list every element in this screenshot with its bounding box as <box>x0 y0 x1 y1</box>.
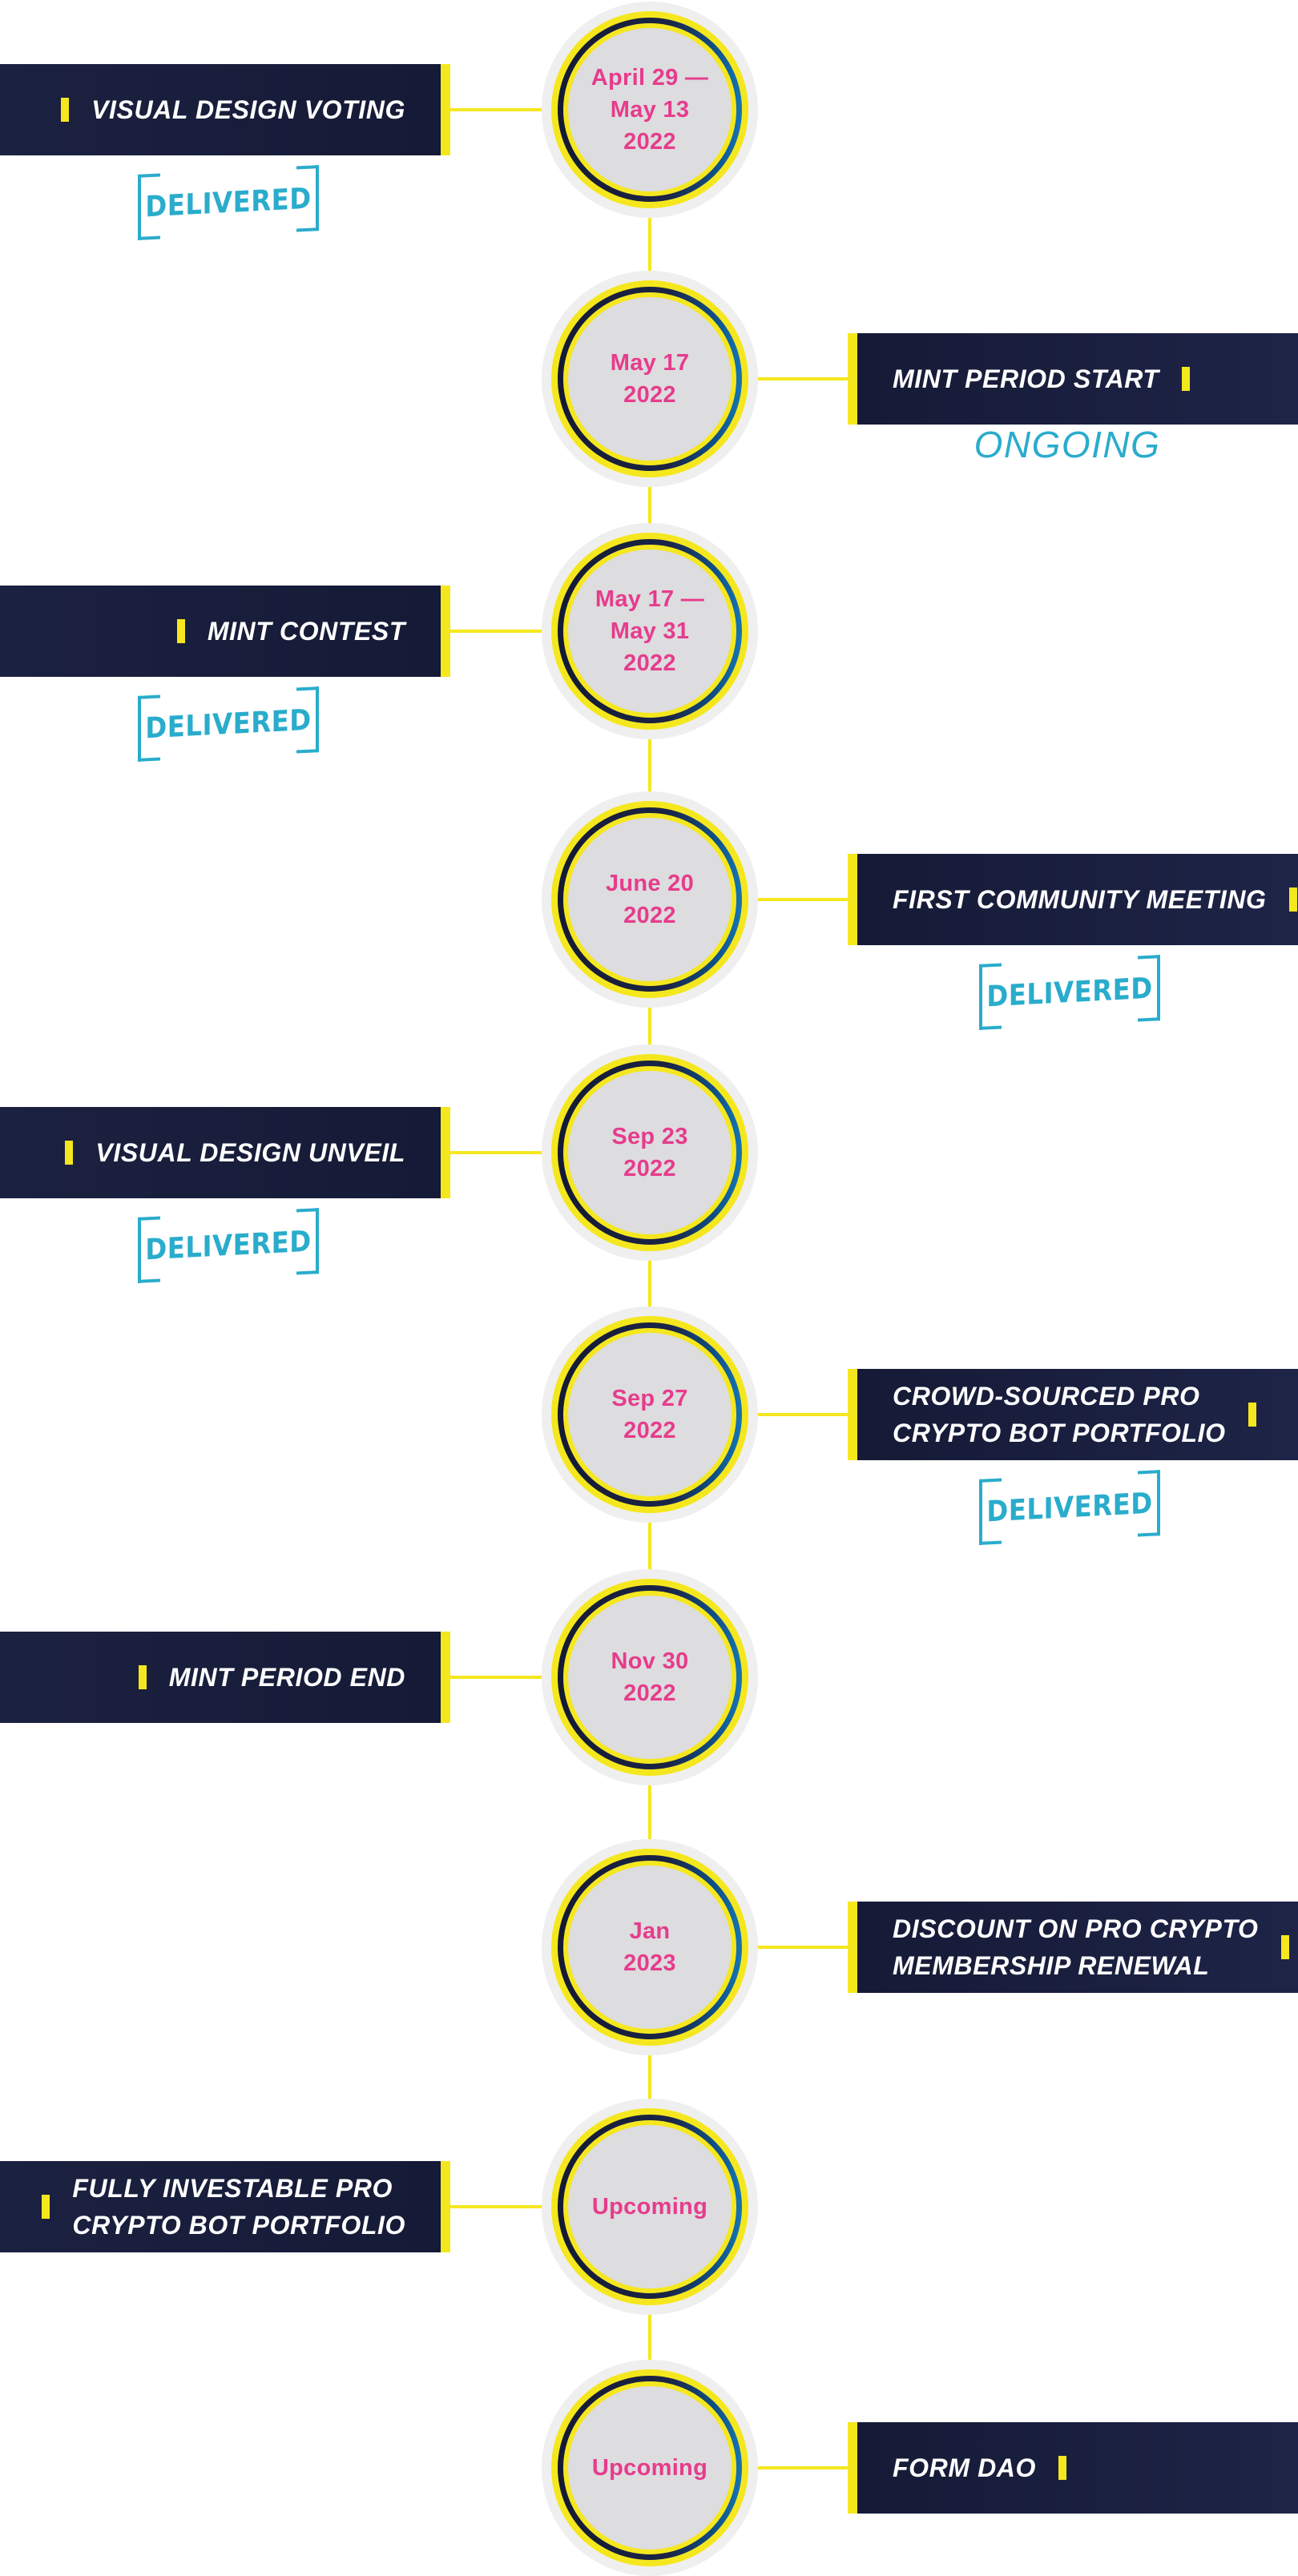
accent-mark <box>61 98 70 122</box>
delivered-stamp: DELIVERED <box>979 955 1160 1030</box>
event-title-banner: DISCOUNT ON PRO CRYPTO MEMBERSHIP RENEWA… <box>848 1902 1298 1993</box>
delivered-stamp: DELIVERED <box>979 1470 1160 1545</box>
date-circle: June 20 2022 <box>568 818 732 981</box>
connector-line <box>713 2466 853 2469</box>
date-circle: Sep 27 2022 <box>568 1333 732 1496</box>
accent-mark <box>65 1141 74 1165</box>
event-date: Jan 2023 <box>623 1918 676 1976</box>
event-title-banner: VISUAL DESIGN UNVEIL <box>0 1107 450 1198</box>
delivered-stamp: DELIVERED <box>138 1208 319 1283</box>
event-date: Upcoming <box>591 2455 708 2481</box>
connector-line <box>445 108 585 111</box>
event-date: Nov 30 2022 <box>611 1648 689 1706</box>
event-title-banner: FIRST COMMUNITY MEETING <box>848 854 1298 945</box>
accent-mark <box>1058 2456 1067 2480</box>
delivered-stamp: DELIVERED <box>138 165 319 240</box>
accent-mark <box>1288 888 1297 912</box>
connector-line <box>713 1946 853 1949</box>
connector-line <box>445 1151 585 1154</box>
accent-mark <box>1280 1935 1289 1959</box>
date-circle: Upcoming <box>568 2125 732 2288</box>
event-title-banner: FULLY INVESTABLE PRO CRYPTO BOT PORTFOLI… <box>0 2161 450 2252</box>
ongoing-status: ONGOING <box>974 424 1161 465</box>
date-circle: April 29 — May 13 2022 <box>568 28 732 191</box>
event-date: April 29 — May 13 2022 <box>591 65 709 155</box>
connector-line <box>445 630 585 633</box>
event-date: June 20 2022 <box>605 871 695 928</box>
accent-mark <box>1181 367 1190 391</box>
date-circle: Upcoming <box>568 2386 732 2550</box>
event-title: FORM DAO <box>893 2453 1037 2482</box>
accent-mark <box>42 2195 50 2219</box>
event-title-banner: MINT CONTEST <box>0 586 450 677</box>
event-title: VISUAL DESIGN UNVEIL <box>95 1138 405 1167</box>
date-circle: Sep 23 2022 <box>568 1071 732 1234</box>
connector-line <box>445 1676 585 1679</box>
event-date: Sep 23 2022 <box>611 1124 688 1181</box>
event-date: May 17 2022 <box>610 350 690 408</box>
date-circle: May 17 — May 31 2022 <box>568 549 732 713</box>
event-date: Sep 27 2022 <box>611 1386 688 1443</box>
event-title: DISCOUNT ON PRO CRYPTO MEMBERSHIP RENEWA… <box>893 1914 1259 1980</box>
event-title: VISUAL DESIGN VOTING <box>91 95 405 124</box>
timeline-spine <box>648 104 651 2475</box>
event-title-banner: MINT PERIOD START <box>848 333 1298 425</box>
delivered-stamp: DELIVERED <box>138 686 319 762</box>
date-circle: Nov 30 2022 <box>568 1596 732 1759</box>
event-title: MINT CONTEST <box>207 617 405 646</box>
event-date: May 17 — May 31 2022 <box>595 586 705 676</box>
date-circle: Jan 2023 <box>568 1866 732 2029</box>
accent-mark <box>1248 1403 1256 1427</box>
event-title: CROWD-SOURCED PRO CRYPTO BOT PORTFOLIO <box>893 1382 1226 1447</box>
event-title-banner: FORM DAO <box>848 2422 1298 2514</box>
event-title-banner: MINT PERIOD END <box>0 1632 450 1723</box>
event-title: MINT PERIOD END <box>168 1663 405 1692</box>
event-title: MINT PERIOD START <box>893 364 1159 393</box>
event-title-banner: CROWD-SOURCED PRO CRYPTO BOT PORTFOLIO <box>848 1369 1298 1460</box>
accent-mark <box>138 1665 147 1689</box>
event-title: FULLY INVESTABLE PRO CRYPTO BOT PORTFOLI… <box>72 2174 405 2240</box>
connector-line <box>713 377 853 380</box>
event-date: Upcoming <box>591 2194 708 2220</box>
connector-line <box>445 2205 585 2208</box>
date-circle: May 17 2022 <box>568 297 732 461</box>
accent-mark <box>176 619 185 643</box>
connector-line <box>713 1413 853 1416</box>
connector-line <box>713 898 853 901</box>
event-title-banner: VISUAL DESIGN VOTING <box>0 64 450 155</box>
event-title: FIRST COMMUNITY MEETING <box>893 885 1267 914</box>
